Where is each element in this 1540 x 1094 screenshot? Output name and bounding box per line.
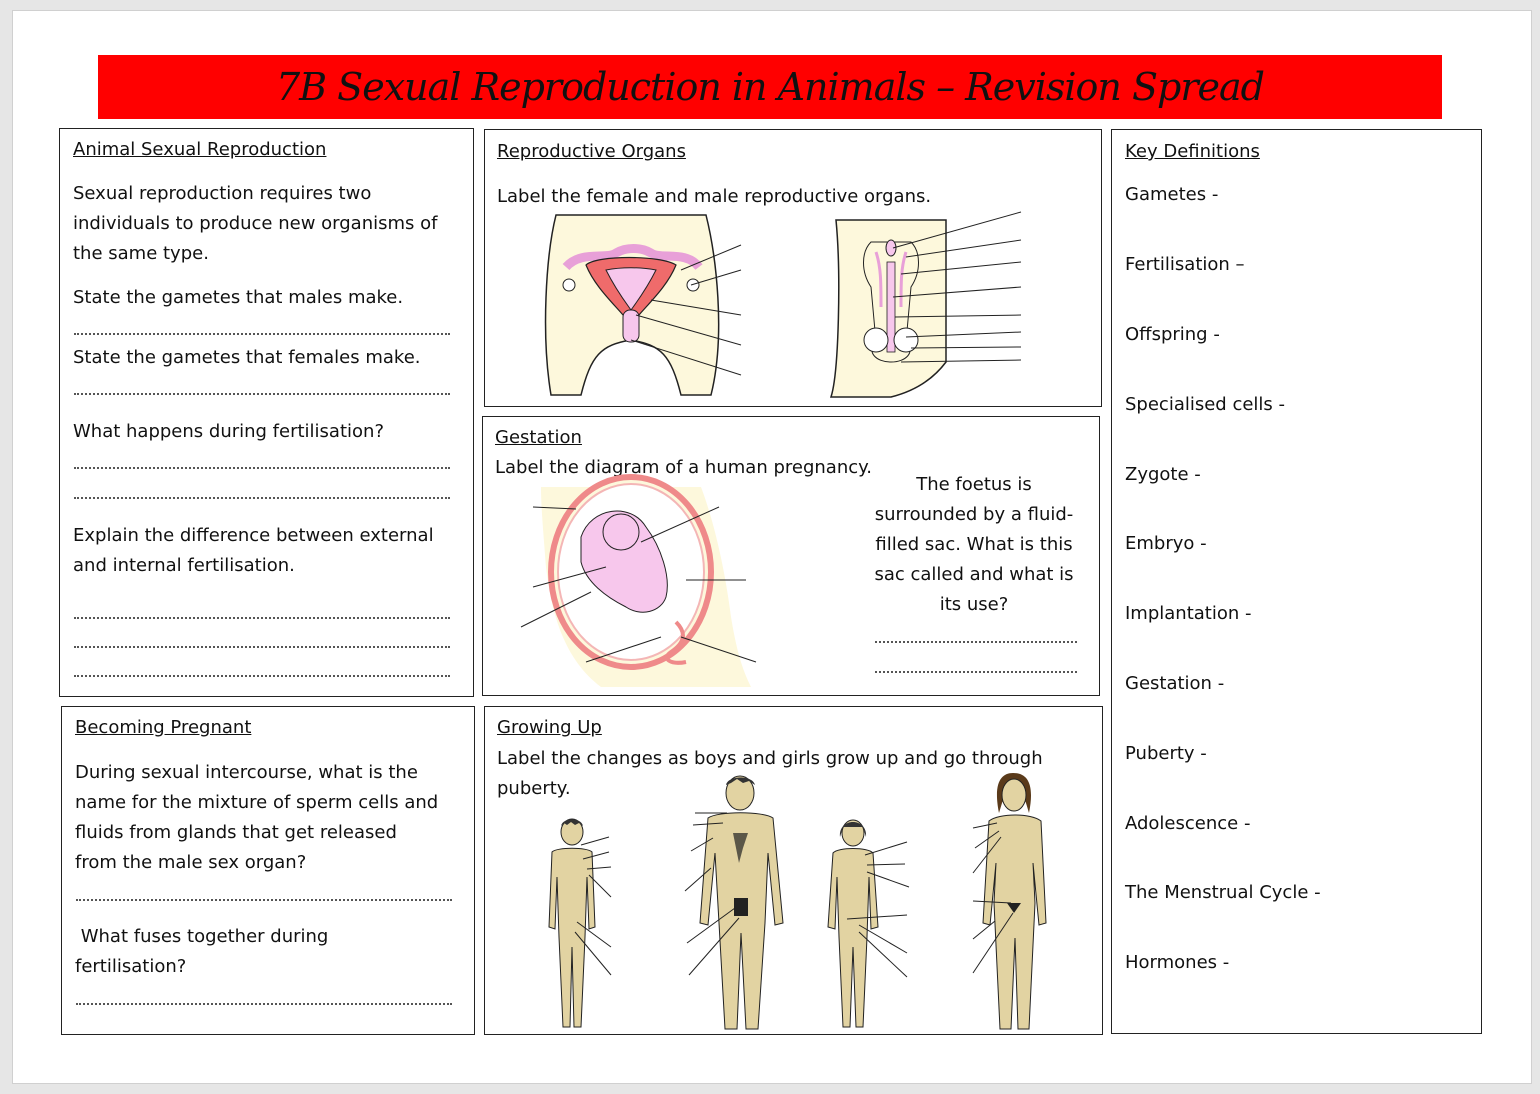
male-reproductive-diagram [829, 211, 1022, 398]
question-male-gametes: State the gametes that males make. [73, 287, 404, 308]
definition-term: Offspring - [1125, 324, 1220, 345]
panel-heading: Becoming Pregnant [75, 717, 252, 738]
gestation-panel: Gestation Label the diagram of a human p… [482, 416, 1100, 696]
page-title: 7B Sexual Reproduction in Animals – Revi… [276, 65, 1265, 109]
instruction: puberty. [497, 778, 571, 799]
semen-question: name for the mixture of sperm cells and [75, 792, 439, 813]
panel-heading: Gestation [495, 427, 582, 448]
instruction: Label the female and male reproductive o… [497, 186, 932, 207]
definition-term: Specialised cells - [1125, 394, 1286, 415]
definition-term: Hormones - [1125, 952, 1230, 973]
semen-question: During sexual intercourse, what is the [75, 762, 418, 783]
definition-term: Fertilisation – [1125, 254, 1245, 275]
definition-term: Zygote - [1125, 464, 1201, 485]
intro-line: individuals to produce new organisms of [73, 213, 438, 234]
question-external-internal: and internal fertilisation. [73, 555, 295, 576]
becoming-pregnant-panel: Becoming Pregnant During sexual intercou… [61, 706, 475, 1035]
answer-line[interactable] [74, 393, 450, 395]
answer-line[interactable] [875, 641, 1077, 643]
panel-heading: Reproductive Organs [497, 141, 686, 162]
answer-line[interactable] [74, 497, 450, 499]
answer-line[interactable] [74, 467, 450, 469]
intro-line: Sexual reproduction requires two [73, 183, 372, 204]
boy-figure [548, 818, 612, 1028]
definition-term: Gametes - [1125, 184, 1219, 205]
reproductive-organs-panel: Reproductive Organs Label the female and… [484, 129, 1102, 407]
question-female-gametes: State the gametes that females make. [73, 347, 421, 368]
semen-question: from the male sex organ? [75, 852, 307, 873]
instruction: Label the diagram of a human pregnancy. [495, 457, 872, 478]
intro-line: the same type. [73, 243, 209, 264]
key-definitions-panel: Key Definitions Gametes - Fertilisation … [1111, 129, 1482, 1034]
definition-term: Adolescence - [1125, 813, 1251, 834]
amniotic-question: The foetus is [916, 474, 1032, 495]
pregnancy-diagram [520, 474, 757, 687]
answer-line[interactable] [74, 333, 450, 335]
definition-term: Puberty - [1125, 743, 1207, 764]
woman-figure [972, 773, 1047, 1030]
girl-figure [827, 819, 910, 1028]
man-figure [684, 775, 784, 1030]
fusion-question: What fuses together during [75, 926, 329, 947]
title-bar: 7B Sexual Reproduction in Animals – Revi… [98, 55, 1442, 119]
answer-line[interactable] [76, 899, 452, 901]
amniotic-question: its use? [939, 594, 1009, 615]
amniotic-question: filled sac. What is this [875, 534, 1073, 555]
answer-line[interactable] [74, 675, 450, 677]
definition-term: Gestation - [1125, 673, 1225, 694]
definition-term: Implantation - [1125, 603, 1252, 624]
panel-heading: Animal Sexual Reproduction [73, 139, 327, 160]
answer-line[interactable] [74, 646, 450, 648]
amniotic-question: sac called and what is [874, 564, 1074, 585]
answer-line[interactable] [74, 617, 450, 619]
answer-line[interactable] [875, 671, 1077, 673]
amniotic-question: surrounded by a fluid- [874, 504, 1074, 525]
female-reproductive-diagram [544, 214, 742, 396]
definition-term: Embryo - [1125, 533, 1207, 554]
semen-question: fluids from glands that get released [75, 822, 397, 843]
question-fertilisation: What happens during fertilisation? [73, 421, 384, 442]
definition-term: The Menstrual Cycle - [1125, 882, 1321, 903]
answer-line[interactable] [76, 1003, 452, 1005]
panel-heading: Key Definitions [1125, 141, 1260, 162]
instruction: Label the changes as boys and girls grow… [497, 748, 1043, 769]
fusion-question: fertilisation? [75, 956, 187, 977]
question-external-internal: Explain the difference between external [73, 525, 434, 546]
animal-sexual-reproduction-panel: Animal Sexual Reproduction Sexual reprod… [59, 128, 474, 697]
panel-heading: Growing Up [497, 717, 602, 738]
growing-up-panel: Growing Up Label the changes as boys and… [484, 706, 1103, 1035]
